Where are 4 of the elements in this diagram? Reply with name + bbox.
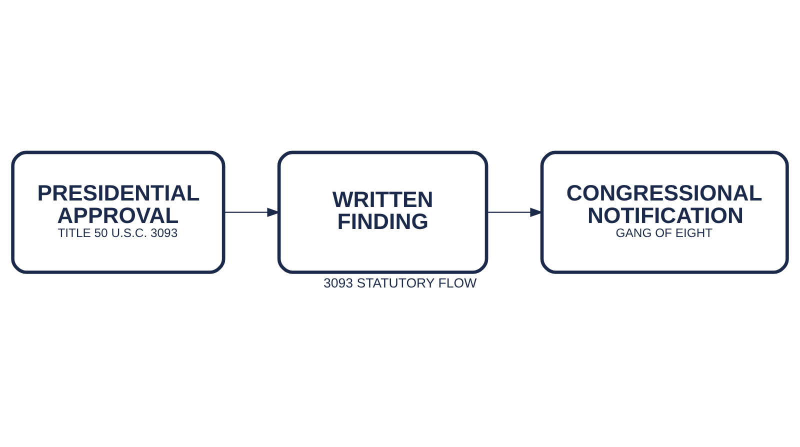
node-box: WRITTEN FINDING: [277, 150, 488, 274]
caption: 3093 STATUTORY FLOW: [323, 274, 477, 290]
node-box: CONGRESSIONAL NOTIFICATION GANG OF EIGHT: [540, 150, 789, 274]
node-box: PRESIDENTIAL APPROVAL TITLE 50 U.S.C. 3093: [11, 150, 226, 274]
